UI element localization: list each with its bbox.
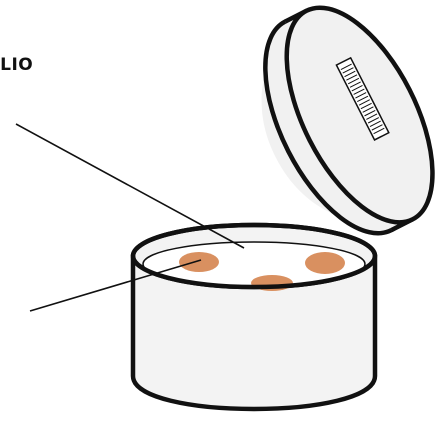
lid [223, 0, 442, 262]
leader-line-top [16, 124, 244, 248]
dish-body [133, 225, 375, 409]
colony-1 [179, 252, 219, 272]
colony-2 [305, 252, 345, 274]
label-medium: ELIO [0, 55, 33, 75]
